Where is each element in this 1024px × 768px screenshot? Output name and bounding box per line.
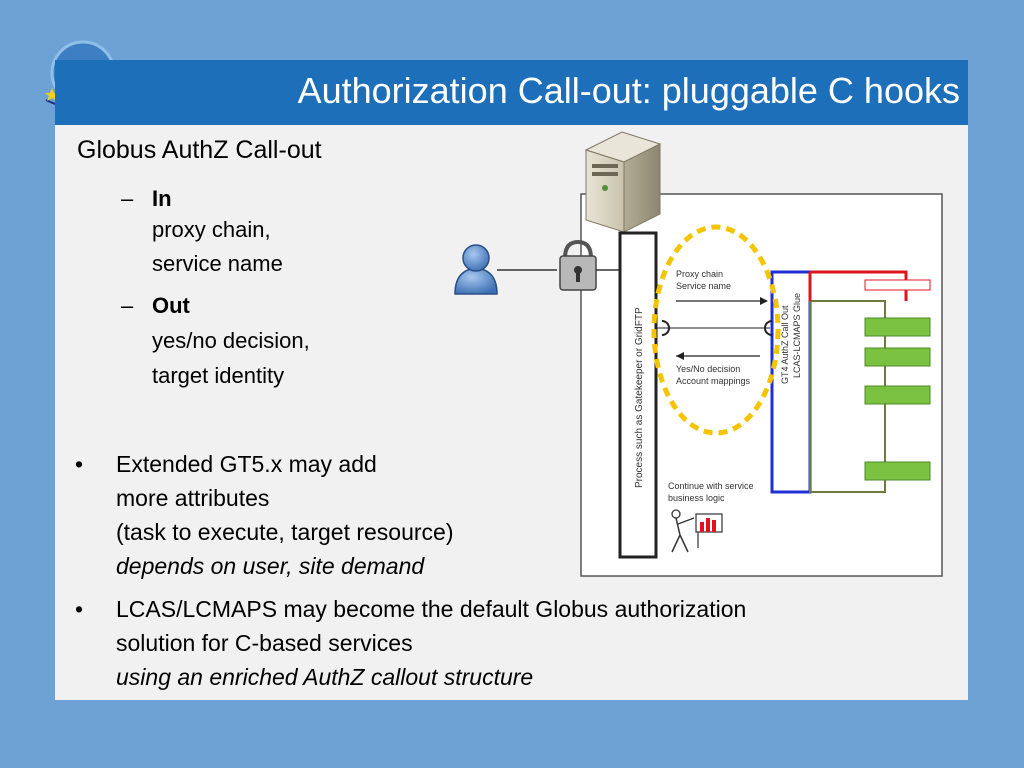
red-plugin-link — [810, 270, 908, 301]
continue-text-1: Continue with service — [668, 481, 754, 491]
in-line-1: proxy chain, — [152, 217, 271, 242]
heading: Globus AuthZ Call-out — [77, 136, 322, 164]
bullet-1-marker: • — [75, 451, 84, 477]
user-icon — [454, 244, 498, 295]
in-dash: – — [121, 186, 134, 211]
out-dash: – — [121, 293, 134, 318]
process-box — [618, 231, 658, 559]
out-label: Out — [152, 293, 190, 318]
bullet-1-line-1: Extended GT5.x may add — [116, 451, 377, 477]
bullet-2-line-2: solution for C-based services — [116, 630, 413, 656]
request-text-2: Service name — [676, 281, 731, 291]
bullet-1-line-2: more attributes — [116, 485, 270, 511]
glue-label-1: GT4 AuthZ Call Out — [780, 305, 790, 384]
green-plugin-2 — [864, 347, 931, 367]
request-text-1: Proxy chain — [676, 269, 723, 279]
bullet-1-italic: depends on user, site demand — [116, 553, 425, 579]
bullet-2-line-1: LCAS/LCMAPS may become the default Globu… — [116, 596, 747, 622]
red-plugin — [864, 279, 931, 291]
out-line-2: target identity — [152, 363, 285, 388]
response-text-1: Yes/No decision — [676, 364, 740, 374]
bullet-1-line-3: (task to execute, target resource) — [116, 519, 454, 545]
continue-text-2: business logic — [668, 493, 725, 503]
bullet-2-marker: • — [75, 596, 84, 622]
green-plugin-1 — [864, 317, 931, 337]
process-label: Process such as Gatekeeper or GridFTP — [634, 307, 645, 488]
server-icon — [584, 131, 662, 233]
out-line-1: yes/no decision, — [152, 328, 310, 353]
bullet-2-italic: using an enriched AuthZ callout structur… — [116, 664, 534, 690]
slide-title: Authorization Call-out: pluggable C hook… — [297, 70, 960, 111]
lock-icon — [559, 239, 597, 291]
in-label: In — [152, 186, 172, 211]
in-line-2: service name — [152, 251, 283, 276]
callout-ellipse — [651, 224, 781, 436]
green-plugin-4 — [864, 461, 931, 481]
title-bar: Authorization Call-out: pluggable C hook… — [55, 60, 968, 125]
green-plugin-3 — [864, 385, 931, 405]
glue-label-2: LCAS-LCMAPS Glue — [792, 293, 802, 378]
presenter-icon — [671, 509, 723, 553]
response-text-2: Account mappings — [676, 376, 751, 386]
